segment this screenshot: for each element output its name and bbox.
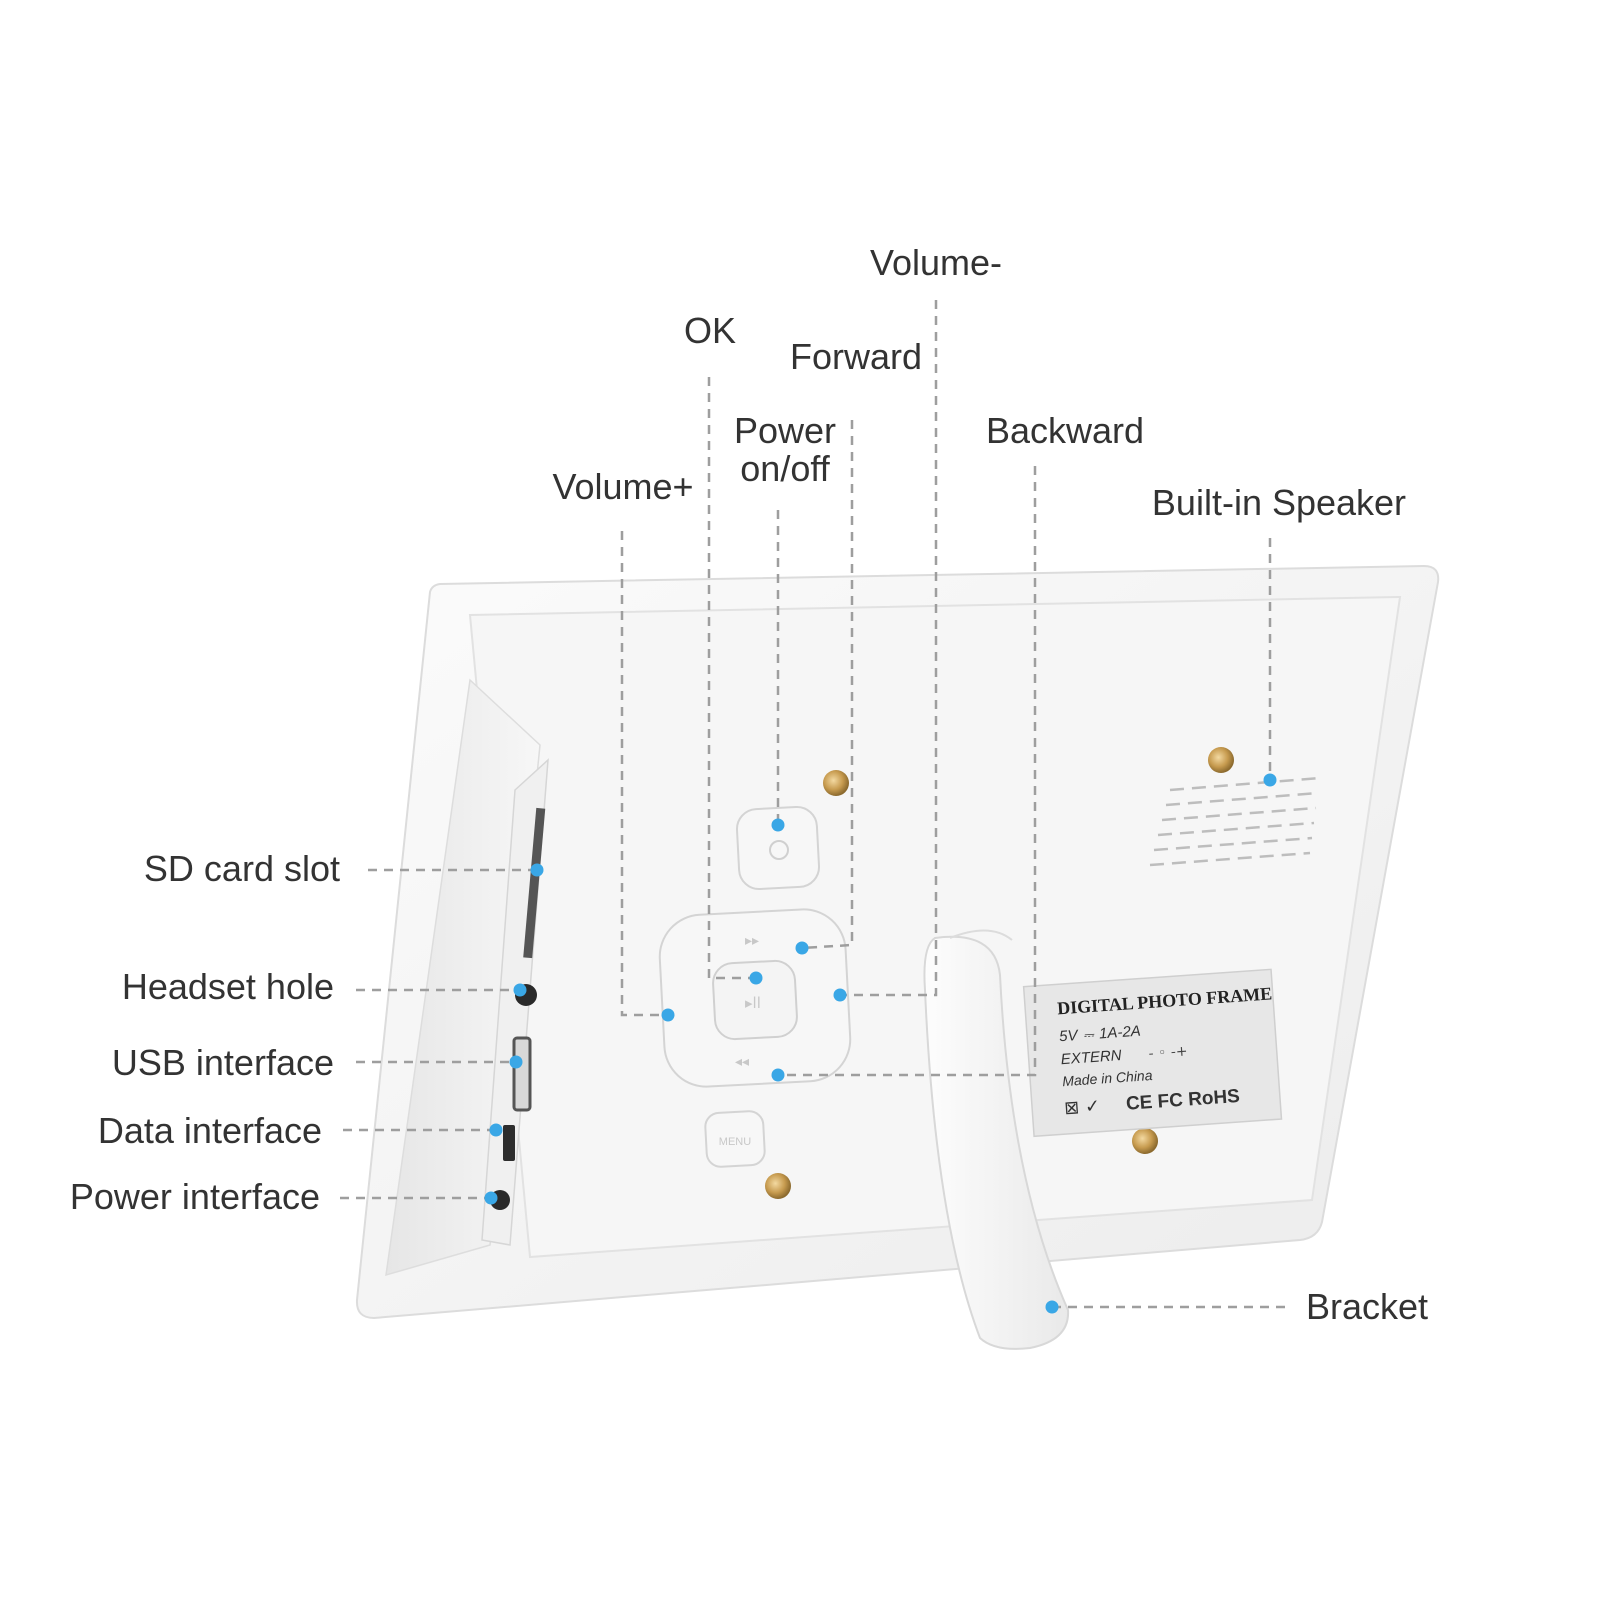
label-data-interface: Data interface: [97, 1110, 322, 1151]
bracket-stand: [923, 929, 1070, 1350]
svg-text:▸▸: ▸▸: [745, 933, 759, 949]
label-backward: Backward: [985, 410, 1145, 451]
label-power-on-off: Power on/off: [733, 410, 837, 489]
frame-body: [355, 564, 1440, 1320]
nav-pad-shape: ▸▸ ▸ll ◂◂: [658, 908, 852, 1088]
usb-port-shape: [512, 1036, 532, 1112]
svg-text:▸ll: ▸ll: [745, 994, 761, 1012]
label-sd-card-slot: SD card slot: [143, 848, 340, 889]
label-ok: OK: [683, 310, 736, 351]
label-volume-minus: Volume-: [869, 242, 1003, 283]
svg-text:- ◦ -+: - ◦ -+: [1148, 1043, 1188, 1062]
label-headset-hole: Headset hole: [121, 966, 334, 1007]
menu-button-shape: MENU: [704, 1110, 766, 1168]
sticker-voltage: 5V: [1059, 1027, 1080, 1045]
rating-sticker: DIGITAL PHOTO FRAME 5V ⎓ 1A-2A EXTERN - …: [1022, 968, 1283, 1138]
svg-text:◂◂: ◂◂: [735, 1054, 749, 1070]
sticker-made-in: Made in China: [1062, 1067, 1153, 1089]
label-forward: Forward: [789, 336, 923, 377]
mounting-screws: [765, 747, 1234, 1199]
sticker-current: 1A-2A: [1099, 1023, 1142, 1043]
label-usb-interface: USB interface: [111, 1042, 334, 1083]
sticker-extern: EXTERN: [1060, 1047, 1122, 1068]
sd-card-slot-shape: [523, 807, 546, 959]
data-port-shape: [503, 1125, 515, 1161]
svg-text:⎓: ⎓: [1083, 1027, 1096, 1043]
power-button-shape: [735, 805, 821, 891]
label-bracket: Bracket: [1306, 1286, 1429, 1327]
label-built-in-speaker: Built-in Speaker: [1151, 482, 1407, 523]
marker-dots: [484, 773, 1277, 1314]
label-power-interface: Power interface: [69, 1176, 320, 1217]
leader-lines: [340, 300, 1285, 1309]
menu-button-text: MENU: [719, 1136, 751, 1148]
sticker-marks-icons: ⊠ ✓: [1063, 1096, 1100, 1119]
label-volume-plus: Volume+: [552, 466, 694, 507]
speaker-grille: [1149, 776, 1321, 867]
